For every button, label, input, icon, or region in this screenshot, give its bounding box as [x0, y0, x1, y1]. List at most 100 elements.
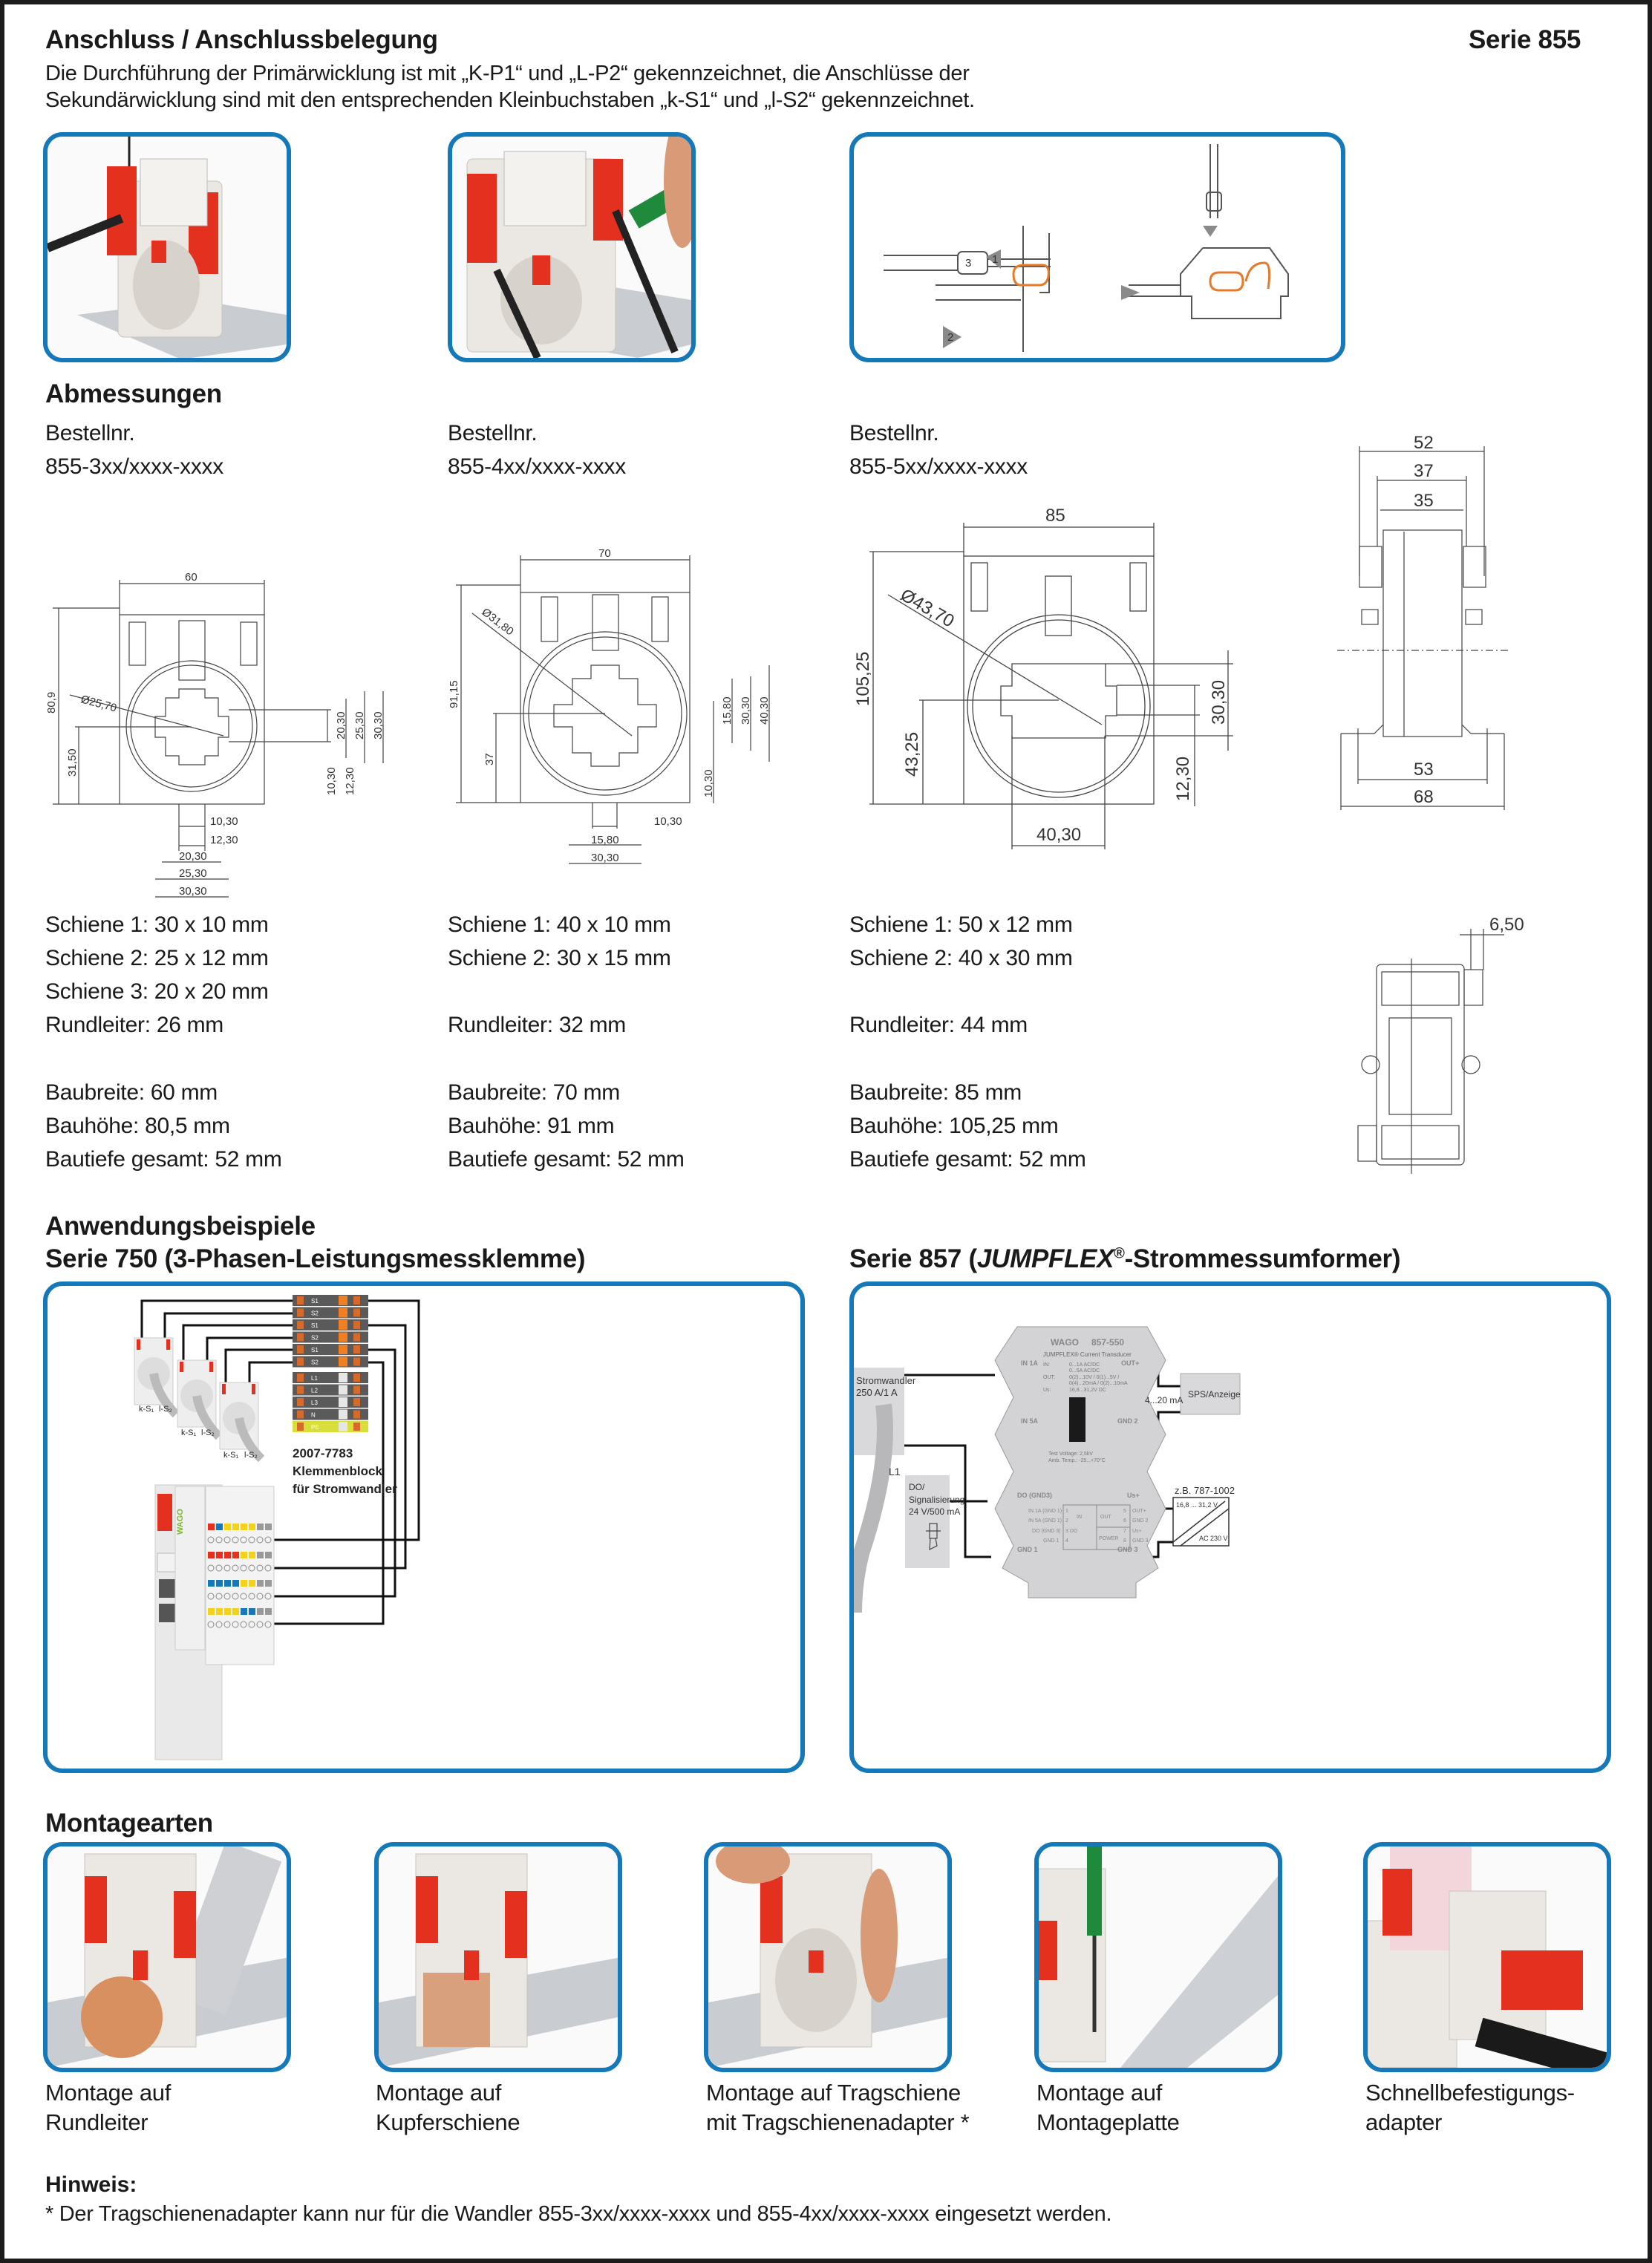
dim-height: 80,9: [45, 692, 58, 713]
terminal-point: [264, 1536, 272, 1544]
intro-line-1: Die Durchführung der Primärwicklung ist …: [45, 62, 970, 85]
variant-5-specs: Schiene 1: 50 x 12 mm Schiene 2: 40 x 30…: [849, 908, 1086, 1176]
ct-insert-wire-illustration: [48, 137, 287, 358]
order-number: 855-3xx/xxxx-xxxx: [45, 454, 223, 479]
jumpflex-857-550-device: [994, 1326, 1166, 1599]
pin-label: OUT+: [1132, 1509, 1146, 1514]
order-label: Bestellnr.: [849, 421, 939, 445]
caption-line: Rundleiter: [45, 2109, 148, 2135]
terminal-point: [223, 1621, 231, 1628]
sps-display-label: SPS/Anzeige: [1188, 1389, 1241, 1400]
dim-bottom: 12,30: [210, 834, 238, 846]
status-led: [249, 1608, 255, 1615]
psu-output-range: 16,8 ... 31,2 V: [1176, 1501, 1218, 1509]
status-led: [249, 1524, 255, 1530]
dim-bottom: 30,30: [179, 885, 207, 898]
terminal-row: S1: [293, 1319, 368, 1330]
variant-4-order: Bestellnr. 855-4xx/xxxx-xxxx: [448, 417, 626, 483]
pin-number: 6: [1123, 1518, 1126, 1524]
status-led: [232, 1552, 239, 1558]
dim-right: 40,30: [758, 696, 771, 725]
dim-bottom: 25,30: [179, 867, 207, 880]
pin-number: 5: [1123, 1509, 1126, 1514]
drawing-side-view: 52 37 35 53 68: [1337, 433, 1508, 810]
status-led: [241, 1580, 247, 1587]
terminal-row: S2: [293, 1307, 368, 1319]
ambient-temp: Amb. Temp.: -25...+70°C: [1048, 1457, 1106, 1463]
terminal-point: [215, 1564, 223, 1572]
status-led: [216, 1608, 223, 1615]
dim-right: 30,30: [740, 696, 752, 725]
dim-right: 30,30: [372, 711, 385, 739]
terminal-label: S1: [311, 1347, 319, 1353]
build-line: Bauhöhe: 80,5 mm: [45, 1114, 230, 1138]
spec-line: Rundleiter: 44 mm: [849, 1013, 1028, 1037]
dim-depth-52: 52: [1414, 433, 1434, 453]
build-line: Bauhöhe: 91 mm: [448, 1114, 615, 1138]
mounting-photo-din-rail: [704, 1842, 952, 2072]
caption-line: Montageplatte: [1036, 2109, 1180, 2135]
mounting-photo-quick-adapter: [1363, 1842, 1611, 2072]
build-line: Baubreite: 60 mm: [45, 1080, 218, 1105]
pin-label: Us+: [1132, 1529, 1142, 1534]
spec-line: Schiene 3: 20 x 20 mm: [45, 979, 269, 1004]
status-led: [249, 1552, 255, 1558]
mounting-caption-5: Schnellbefestigungs-adapter: [1365, 2078, 1575, 2138]
status-led: [232, 1580, 239, 1587]
pin-number: 7: [1123, 1529, 1126, 1534]
terminal-point: [232, 1536, 239, 1544]
terminal-row: L1: [293, 1372, 368, 1383]
pin-number: 8: [1123, 1538, 1126, 1544]
step-1-label: 1: [992, 253, 998, 266]
current-transformer-1: [134, 1337, 180, 1418]
dim-650: 6,50: [1489, 915, 1524, 935]
dim-right: 12,30: [1173, 757, 1193, 801]
terminal-in-5a: IN 5A: [1021, 1417, 1039, 1425]
current-transformer-2: [177, 1359, 223, 1440]
terminal-point: [240, 1536, 247, 1544]
variant-4-specs: Schiene 1: 40 x 10 mm Schiene 2: 30 x 15…: [448, 908, 685, 1176]
copper-bar: [423, 1973, 490, 2047]
terminal-label: L2: [311, 1388, 318, 1394]
terminal-point: [215, 1593, 223, 1600]
caption-line: Montage auf: [45, 2080, 172, 2106]
group-in: IN: [1077, 1515, 1082, 1520]
terminal-row: L3: [293, 1397, 368, 1408]
ct-screwdriver-release-illustration: [452, 137, 691, 358]
spec-us: 16,8...31,2V DC: [1069, 1388, 1106, 1393]
caption-line: adapter: [1365, 2109, 1443, 2135]
dim-width: 60: [185, 571, 197, 584]
datasheet-page: Anschluss / Anschlussbelegung Serie 855 …: [4, 4, 1648, 2259]
dim-depth-35: 35: [1414, 491, 1434, 511]
connection-photo-1: [43, 132, 291, 362]
mounting-photo-mounting-plate: [1034, 1842, 1282, 2072]
red-adapter: [1501, 1950, 1583, 2010]
group-power: POWER: [1099, 1536, 1118, 1541]
mounting-round-illustration: [48, 1846, 287, 2068]
status-led: [265, 1608, 272, 1615]
terminal-label: S2: [311, 1359, 319, 1366]
terminal-point: [223, 1593, 231, 1600]
dim-right: 30,30: [1209, 680, 1229, 725]
terminal-gnd2: GND 2: [1117, 1417, 1138, 1425]
dim-bottom: 10,30: [210, 815, 238, 828]
terminal-point: [248, 1621, 255, 1628]
status-led: [241, 1552, 247, 1558]
caption-line: Montage auf: [376, 2080, 502, 2106]
build-line: Bauhöhe: 105,25 mm: [849, 1114, 1059, 1138]
wago-controller: WAGO: [154, 1484, 275, 1760]
mounting-photo-copper-bar: [374, 1842, 622, 2072]
build-line: Bautiefe gesamt: 52 mm: [45, 1147, 282, 1172]
green-screwdriver: [1087, 1846, 1102, 1936]
dim-right: 12,30: [344, 767, 356, 795]
dim-right: 20,30: [335, 711, 347, 739]
status-led: [208, 1524, 215, 1530]
ct3-ks1-label: k-S₁: [223, 1451, 239, 1460]
spec-line: Schiene 2: 25 x 12 mm: [45, 946, 269, 970]
order-label: Bestellnr.: [448, 421, 538, 445]
status-led: [208, 1608, 215, 1615]
terminal-point: [207, 1564, 215, 1572]
status-led: [265, 1524, 272, 1530]
terminal-point: [248, 1564, 255, 1572]
terminal-row: PE: [293, 1421, 368, 1432]
